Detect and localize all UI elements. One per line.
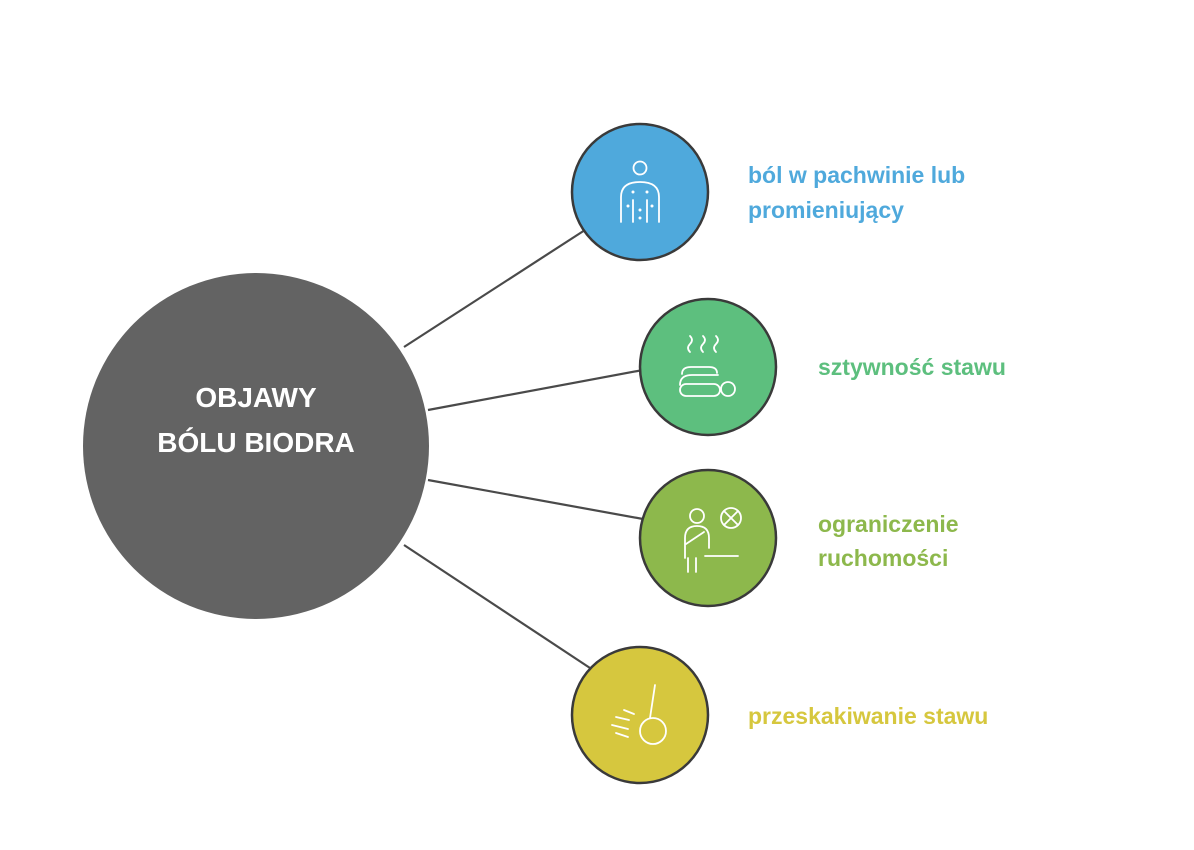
node-limited-mobility: ograniczenie ruchomości xyxy=(638,468,959,608)
node-circle-groin-pain xyxy=(570,122,710,262)
node-circle-joint-snapping xyxy=(570,645,710,785)
wrecking-ball-icon xyxy=(611,684,667,745)
node-joint-snapping: przeskakiwanie stawu xyxy=(570,645,988,785)
node-label-limited-mobility-line1: ograniczenie xyxy=(818,511,959,537)
node-label-joint-snapping: przeskakiwanie stawu xyxy=(748,703,988,729)
center-title-line2: BÓLU BIODRA xyxy=(157,427,355,458)
node-label-groin-pain-line2: promieniujący xyxy=(748,197,904,223)
node-joint-stiffness: sztywność stawu xyxy=(638,297,1006,437)
center-circle xyxy=(83,273,429,619)
center-title-line1: OBJAWY xyxy=(195,382,317,413)
heat-therapy-icon xyxy=(679,335,736,397)
node-circle-limited-mobility xyxy=(638,468,778,608)
center-node: OBJAWY BÓLU BIODRA xyxy=(83,273,429,619)
connector-joint-stiffness xyxy=(427,368,644,412)
restricted-movement-icon xyxy=(684,507,742,573)
node-groin-pain: ból w pachwinie lub promieniujący xyxy=(570,122,965,262)
connector-limited-mobility xyxy=(427,478,644,521)
node-label-joint-stiffness: sztywność stawu xyxy=(818,354,1006,380)
node-label-limited-mobility-line2: ruchomości xyxy=(818,545,948,571)
node-label-groin-pain-line1: ból w pachwinie lub xyxy=(748,162,965,188)
body-pain-icon xyxy=(620,160,660,223)
connector-joint-snapping xyxy=(403,544,591,669)
connector-groin-pain xyxy=(403,229,586,348)
